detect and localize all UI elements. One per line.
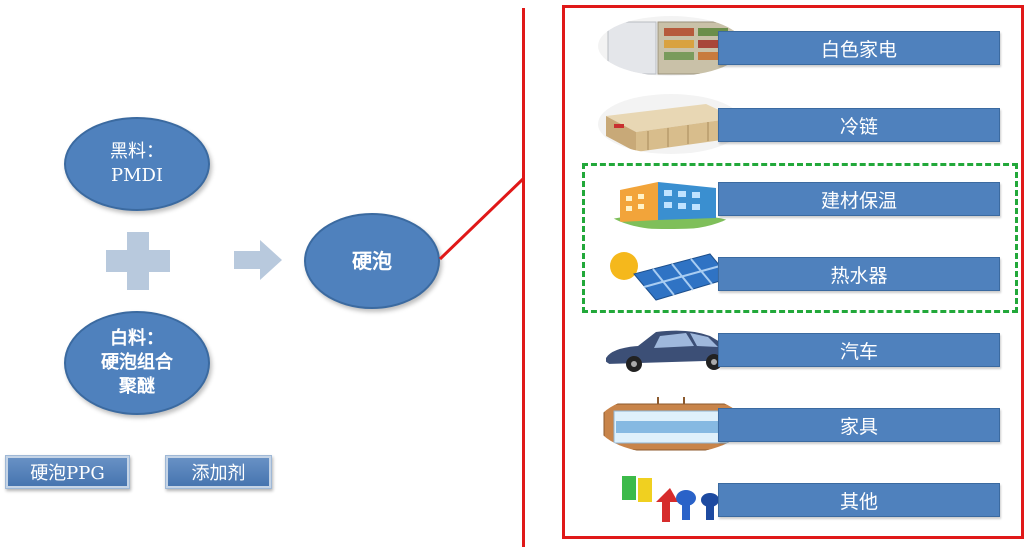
application-water-heater: 热水器 — [718, 257, 1000, 291]
rigid-foam-label: 硬泡 — [352, 249, 392, 273]
application-others: 其他 — [718, 483, 1000, 517]
application-white-goods: 白色家电 — [718, 31, 1000, 65]
building-icon — [598, 170, 744, 230]
black-material-node: 黑料： PMDI — [64, 117, 210, 211]
black-material-title: 黑料： — [110, 141, 164, 162]
application-automotive: 汽车 — [718, 333, 1000, 367]
tag-rigid-foam-ppg: 硬泡PPG — [5, 455, 130, 489]
right-arrow-icon — [234, 240, 282, 280]
construction-group-frame — [582, 163, 1018, 313]
application-furniture: 家具 — [718, 408, 1000, 442]
white-material-node: 白料： 硬泡组合 聚醚 — [64, 311, 210, 415]
application-cold-chain: 冷链 — [718, 108, 1000, 142]
bracket-line — [522, 8, 525, 547]
furniture-icon — [598, 394, 744, 454]
white-material-line2: 聚醚 — [119, 376, 155, 397]
tag-additive: 添加剂 — [165, 455, 272, 489]
rigid-foam-node: 硬泡 — [304, 213, 440, 309]
applications-panel — [562, 5, 1024, 539]
white-material-title: 白料： — [110, 328, 164, 349]
application-building-insulation: 建材保温 — [718, 182, 1000, 216]
plus-icon-vertical — [127, 232, 149, 290]
white-material-line1: 硬泡组合 — [101, 352, 173, 373]
black-material-value: PMDI — [110, 165, 164, 186]
